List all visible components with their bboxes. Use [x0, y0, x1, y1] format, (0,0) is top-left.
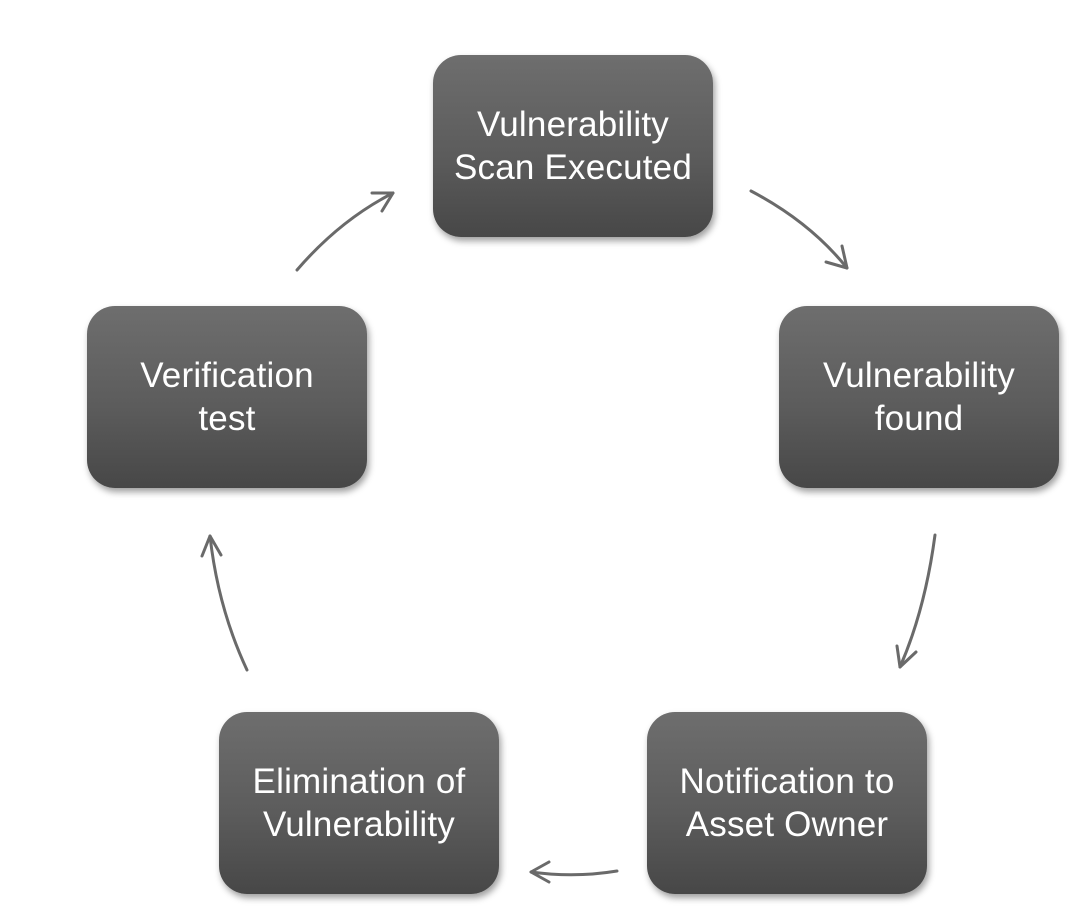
node-notification: Notification to Asset Owner — [647, 712, 927, 894]
arrow-found-to-notification — [895, 533, 937, 669]
node-elimination: Elimination of Vulnerability — [219, 712, 499, 894]
node-vulnerability-found-label: Vulnerability found — [823, 356, 1015, 438]
arrow-elimination-to-verification — [200, 534, 249, 672]
node-verification: Verification test — [87, 306, 367, 488]
node-vulnerability-found: Vulnerability found — [779, 306, 1059, 488]
node-scan-executed: Vulnerability Scan Executed — [433, 55, 713, 237]
node-verification-label: Verification test — [140, 356, 314, 438]
node-scan-executed-label: Vulnerability Scan Executed — [453, 105, 693, 187]
arrow-verification-to-scan — [295, 191, 395, 272]
arrow-scan-to-found — [749, 189, 849, 270]
arrow-notification-to-elimination — [529, 860, 619, 884]
node-elimination-label: Elimination of Vulnerability — [252, 762, 466, 844]
node-notification-label: Notification to Asset Owner — [679, 762, 895, 844]
